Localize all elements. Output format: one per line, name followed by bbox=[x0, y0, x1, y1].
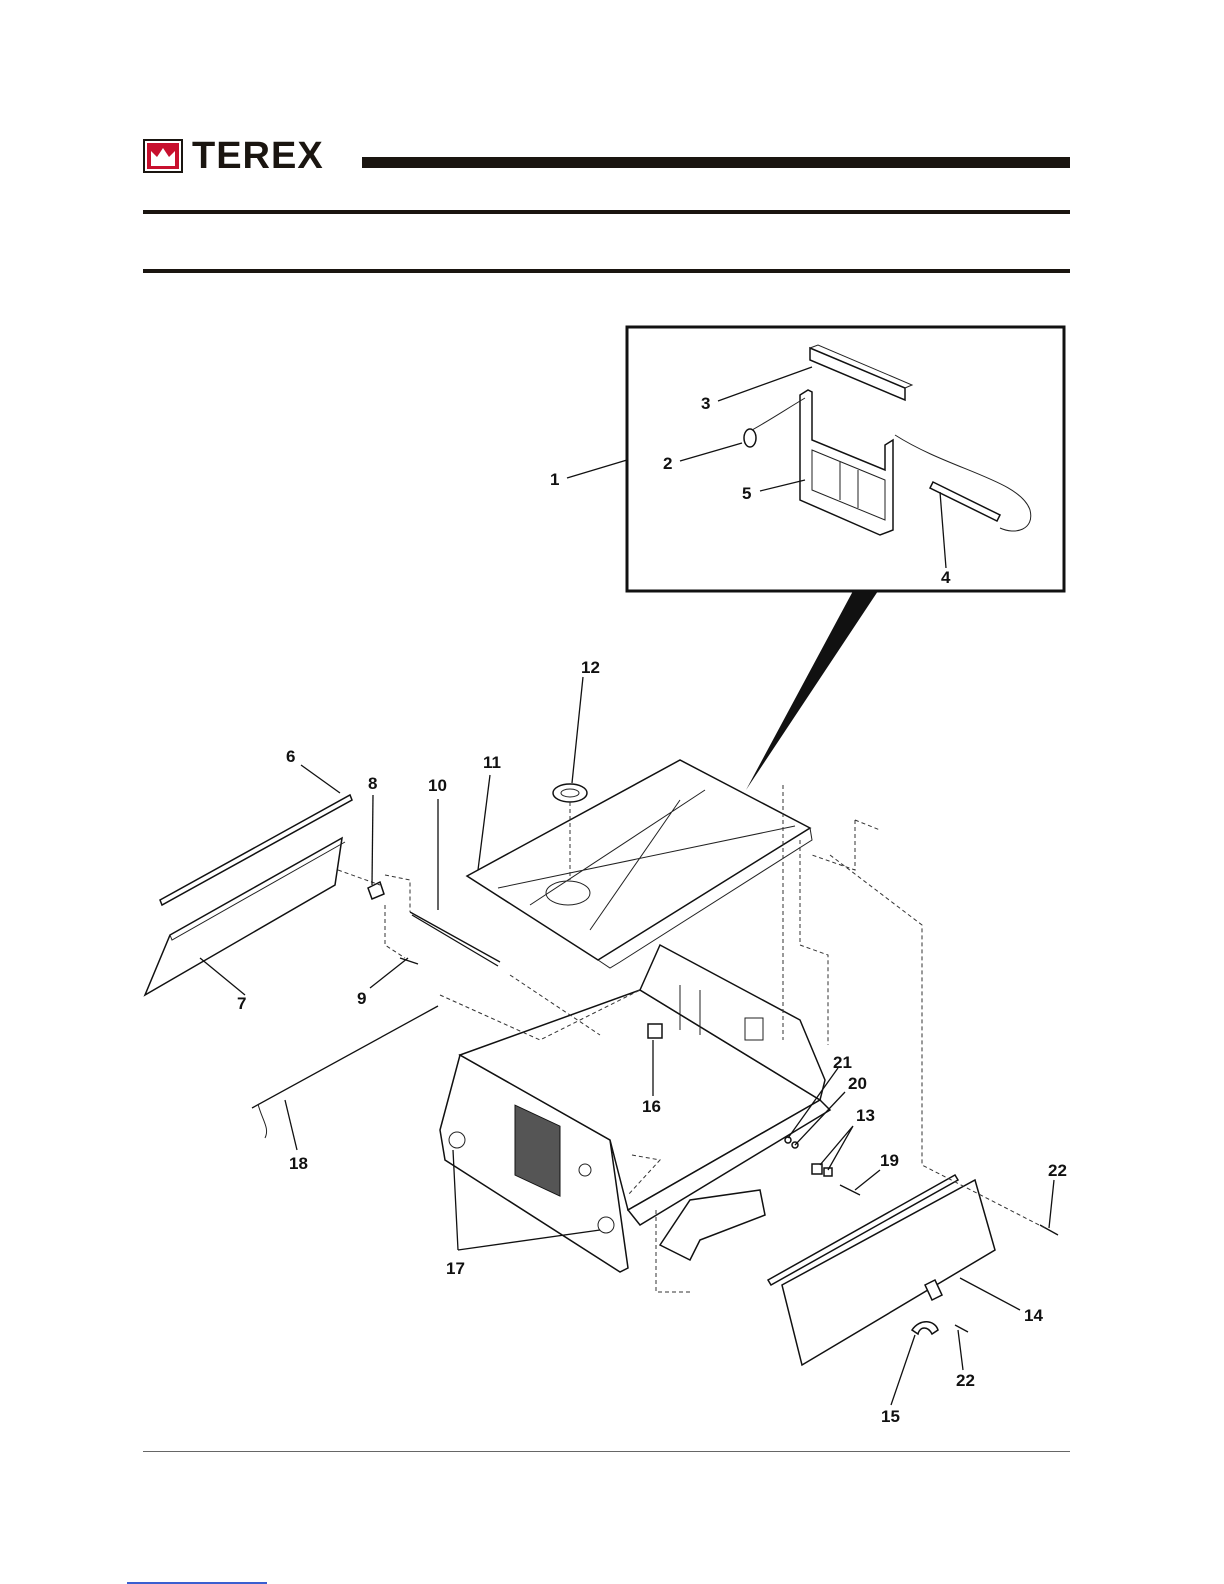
callout-16: 16 bbox=[642, 1097, 661, 1116]
callout-1: 1 bbox=[550, 470, 559, 489]
callout-2: 2 bbox=[663, 454, 672, 473]
enclosure-body bbox=[440, 945, 830, 1272]
callout-4: 4 bbox=[941, 568, 951, 587]
callout-11: 11 bbox=[483, 753, 501, 772]
callout-19: 19 bbox=[880, 1151, 899, 1170]
right-side-panel bbox=[768, 1175, 995, 1365]
lid-panel bbox=[467, 760, 812, 968]
callout-9: 9 bbox=[357, 989, 366, 1008]
callout-14: 14 bbox=[1024, 1306, 1043, 1325]
grommet-ring bbox=[553, 784, 587, 802]
callout-7: 7 bbox=[237, 994, 246, 1013]
footer-rule bbox=[143, 1451, 1070, 1452]
callout-18: 18 bbox=[289, 1154, 308, 1173]
callout-15: 15 bbox=[881, 1407, 900, 1426]
inset-pointer bbox=[746, 591, 878, 790]
callout-22-right: 22 bbox=[1048, 1161, 1067, 1180]
callout-5: 5 bbox=[742, 484, 751, 503]
callout-8: 8 bbox=[368, 774, 377, 793]
callout-20: 20 bbox=[848, 1074, 867, 1093]
callout-13: 13 bbox=[856, 1106, 875, 1125]
callout-22-lower: 22 bbox=[956, 1371, 975, 1390]
callout-6: 6 bbox=[286, 747, 295, 766]
callout-10: 10 bbox=[428, 776, 447, 795]
callout-21: 21 bbox=[833, 1053, 852, 1072]
callout-3: 3 bbox=[701, 394, 710, 413]
callout-12: 12 bbox=[581, 658, 600, 677]
callout-17: 17 bbox=[446, 1259, 465, 1278]
left-side-panel bbox=[145, 795, 352, 995]
